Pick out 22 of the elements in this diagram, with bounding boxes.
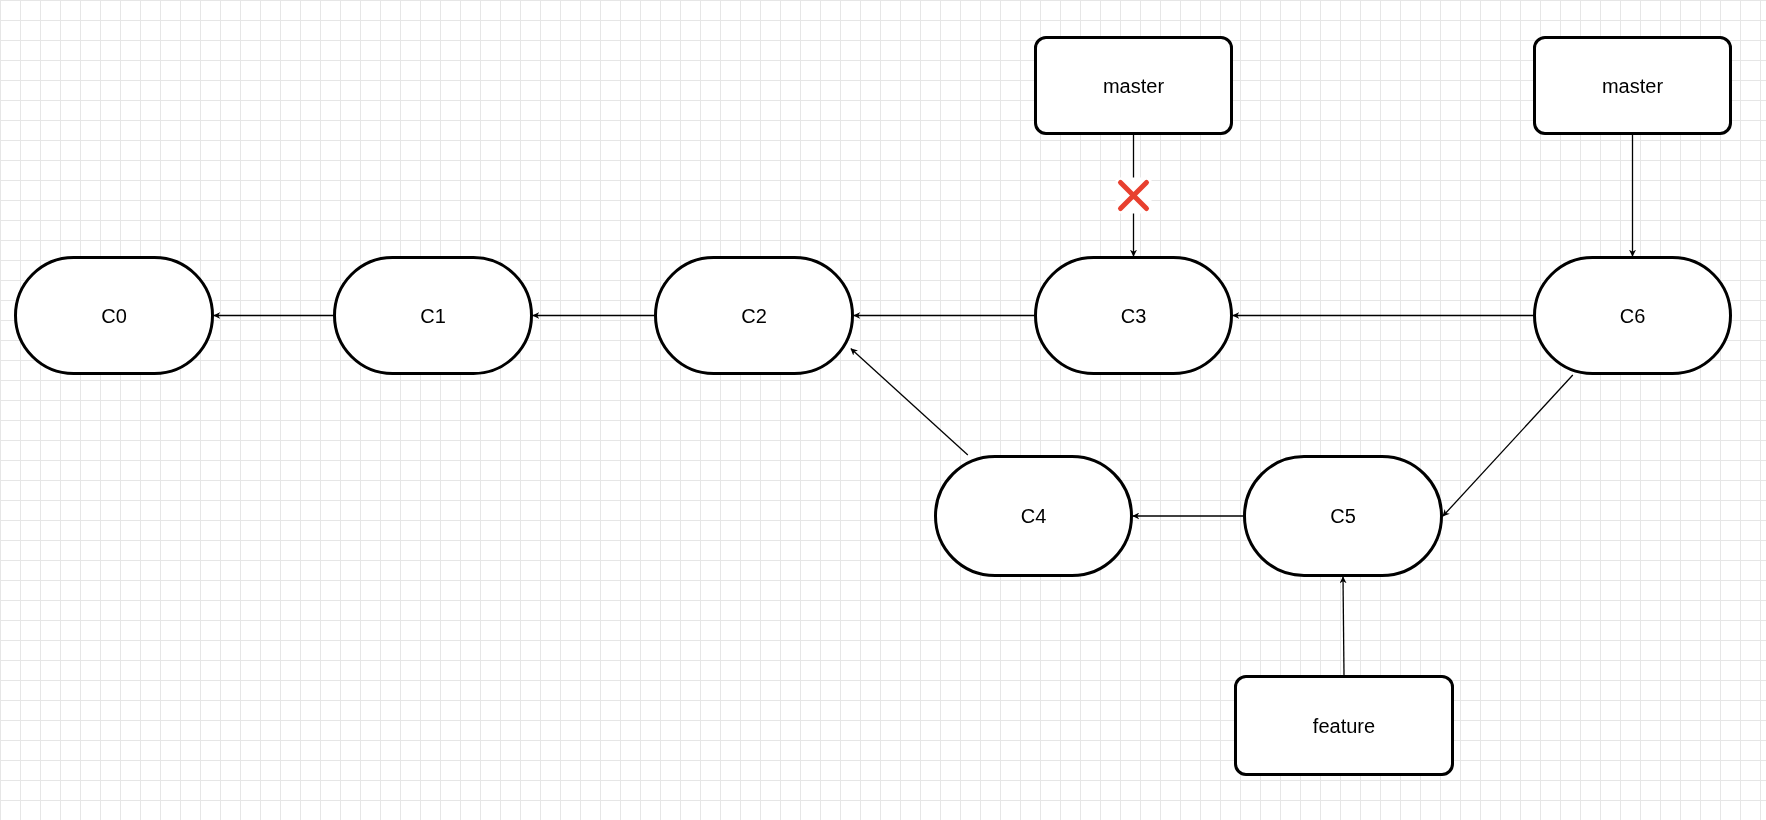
commit-id: C4 <box>1020 504 1047 529</box>
commit-id: C6 <box>1619 303 1646 329</box>
arrow <box>1442 374 1574 517</box>
arrow <box>1339 576 1347 676</box>
commit-id: C5 <box>1330 504 1356 529</box>
branch-label-box <box>1234 675 1454 776</box>
arrow <box>853 312 1035 319</box>
arrow <box>1132 512 1244 520</box>
commit-id: C3 <box>1120 303 1147 329</box>
branch-label-box <box>1034 36 1233 135</box>
arrow <box>213 312 334 319</box>
arrow <box>532 312 655 319</box>
branch-name: feature <box>1312 713 1376 739</box>
arrow <box>1629 134 1636 257</box>
commit-id: C1 <box>420 303 446 329</box>
commit-node <box>1243 455 1443 577</box>
commit-id: C2 <box>741 303 767 329</box>
branch-name: master <box>1601 73 1664 99</box>
branch-name: master <box>1102 73 1165 99</box>
commit-id: C0 <box>101 303 127 329</box>
branch-label-box <box>1533 36 1732 135</box>
arrow <box>1232 312 1534 319</box>
